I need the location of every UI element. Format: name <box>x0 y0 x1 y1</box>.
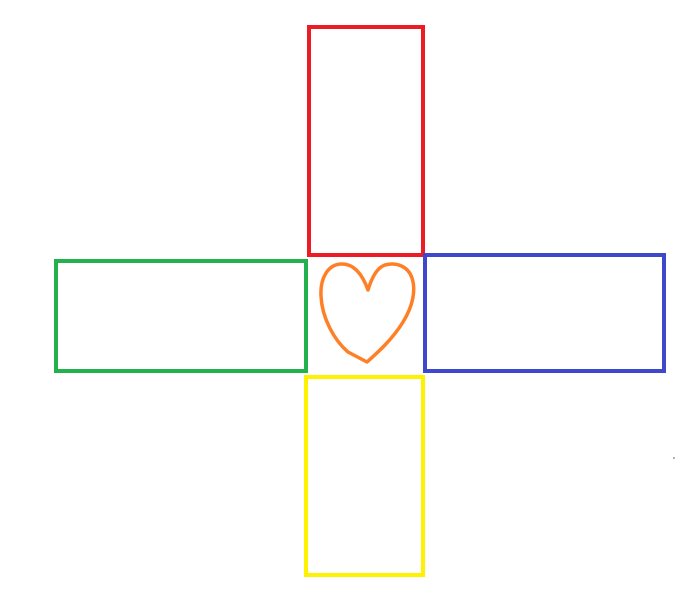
left-rectangle <box>54 259 308 373</box>
right-rectangle <box>423 253 666 373</box>
heart-shape <box>319 262 416 364</box>
top-rectangle <box>307 25 425 257</box>
stray-dot <box>673 457 675 459</box>
bottom-rectangle <box>304 375 425 577</box>
